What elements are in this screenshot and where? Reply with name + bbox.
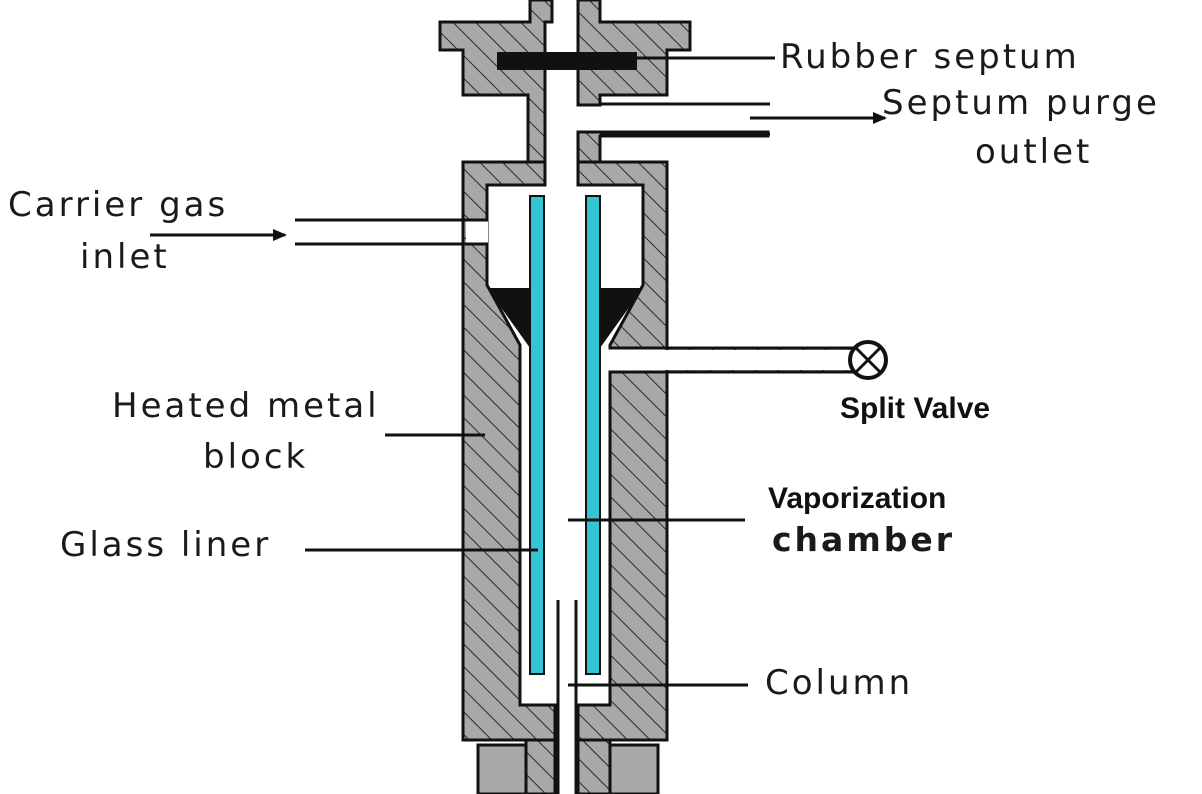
- bottom-fitting: [476, 738, 660, 794]
- label-heated-block-line1: Heated metal: [112, 386, 380, 426]
- label-heated-block-line2: block: [203, 437, 308, 477]
- split-valve-icon: [848, 340, 888, 380]
- label-glass-liner: Glass liner: [60, 525, 271, 565]
- leader-lines: [305, 56, 775, 687]
- label-split-valve: Split Valve: [840, 392, 990, 425]
- label-septum-purge-line2: outlet: [975, 132, 1092, 172]
- septum-cap: [438, 0, 770, 182]
- label-carrier-gas-line1: Carrier gas: [8, 185, 228, 225]
- label-carrier-gas-line2: inlet: [80, 237, 170, 277]
- liner-seal-left: [487, 288, 530, 348]
- carrier-gas-tube: [150, 218, 488, 246]
- label-septum-purge-line1: Septum purge: [882, 83, 1160, 123]
- label-rubber-septum: Rubber septum: [780, 37, 1080, 77]
- rubber-septum: [497, 52, 637, 70]
- glass-liner: [529, 195, 601, 675]
- label-column: Column: [765, 663, 913, 703]
- heated-metal-block: [461, 160, 862, 742]
- column: [556, 600, 578, 794]
- septum-purge-tube: [600, 102, 887, 136]
- liner-seal-right: [600, 288, 643, 348]
- label-vaporization-line2: chamber: [772, 520, 955, 559]
- label-vaporization-line1: Vaporization: [768, 482, 946, 515]
